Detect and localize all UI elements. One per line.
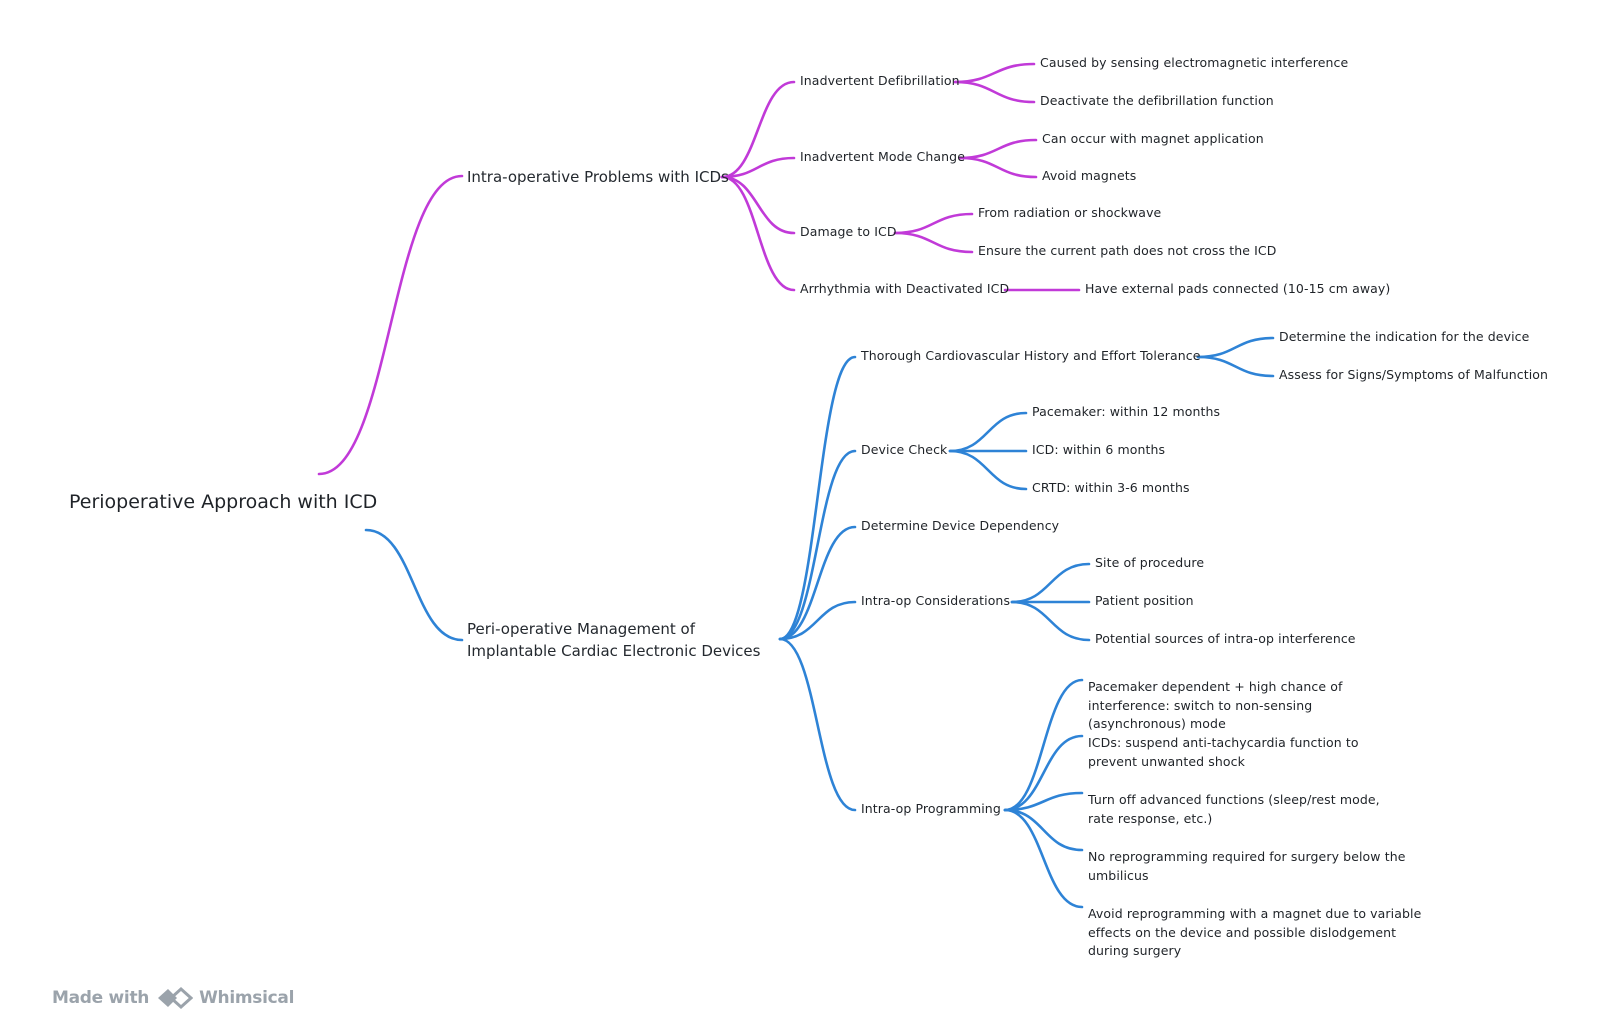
connector-line [317, 174, 464, 476]
connector-line [778, 600, 857, 641]
connector-line [958, 138, 1038, 160]
subtopic-node[interactable]: Arrhythmia with Deactivated ICD [800, 281, 1010, 296]
leaf-node[interactable]: Potential sources of intra-op interferen… [1095, 631, 1356, 646]
leaf-node[interactable]: Ensure the current path does not cross t… [978, 243, 1277, 258]
connector-line [1196, 355, 1275, 378]
leaf-node[interactable]: Determine the indication for the device [1279, 329, 1530, 344]
leaf-node[interactable]: Pacemaker: within 12 months [1032, 404, 1221, 419]
connector-line [778, 637, 857, 812]
subtopic-node[interactable]: Determine Device Dependency [861, 518, 1060, 533]
connector-line [1196, 336, 1275, 359]
leaf-node[interactable]: Avoid magnets [1042, 168, 1137, 183]
leaf-node[interactable]: Pacemaker dependent + high chance of int… [1088, 679, 1343, 731]
branch-intraop-problems[interactable]: Intra-operative Problems with ICDs [467, 166, 729, 188]
subtopic-node[interactable]: Intra-op Considerations [861, 593, 1011, 608]
subtopic-node[interactable]: Thorough Cardiovascular History and Effo… [861, 348, 1201, 363]
leaf-node[interactable]: Have external pads connected (10-15 cm a… [1085, 281, 1391, 296]
connector-line [778, 449, 857, 641]
branch-label: Intra-operative Problems with ICDs [467, 168, 729, 186]
root-label: Perioperative Approach with ICD [69, 491, 378, 513]
connector-line [1003, 791, 1084, 812]
whimsical-brand-text: Whimsical [199, 988, 295, 1008]
leaf-node[interactable]: Can occur with magnet application [1042, 131, 1264, 146]
leaf-node[interactable]: Assess for Signs/Symptoms of Malfunction [1279, 367, 1549, 382]
connector-line [893, 231, 974, 254]
connector-line [778, 355, 857, 641]
connector-line [1010, 562, 1091, 604]
connector-line [720, 175, 796, 292]
branch-periop-management[interactable]: Peri-operative Management of Implantable… [467, 618, 785, 662]
connector-line [953, 80, 1036, 104]
connector-line [778, 525, 857, 641]
leaf-node[interactable]: Site of procedure [1095, 555, 1205, 570]
root-node[interactable]: Perioperative Approach with ICD [55, 480, 377, 524]
connector-line [893, 212, 974, 235]
subtopic-node[interactable]: Damage to ICD [800, 224, 897, 239]
leaf-node[interactable]: Caused by sensing electromagnetic interf… [1040, 55, 1349, 70]
leaf-node[interactable]: No reprogramming required for surgery be… [1088, 849, 1406, 883]
branch-label: Peri-operative Management of Implantable… [467, 620, 761, 660]
leaf-node[interactable]: Turn off advanced functions (sleep/rest … [1088, 792, 1380, 826]
connector-line [720, 175, 796, 235]
leaf-node[interactable]: Deactivate the defibrillation function [1040, 93, 1274, 108]
whimsical-logo-icon [158, 986, 194, 1010]
connector-line [1010, 600, 1091, 642]
subtopic-node[interactable]: Device Check [861, 442, 948, 457]
connector-line [364, 528, 464, 642]
connector-line [1003, 808, 1084, 852]
subtopic-node[interactable]: Inadvertent Mode Change [800, 149, 966, 164]
made-with-text: Made with [52, 988, 150, 1008]
connector-line [948, 449, 1028, 491]
connector-line [1003, 808, 1084, 909]
leaf-node[interactable]: ICDs: suspend anti-tachycardia function … [1088, 735, 1359, 769]
leaf-node[interactable]: Avoid reprogramming with a magnet due to… [1088, 906, 1422, 958]
connector-line [720, 80, 796, 179]
connector-line [1003, 734, 1084, 812]
connector-line [953, 62, 1036, 84]
whimsical-footer[interactable]: Made with Whimsical [52, 986, 294, 1010]
leaf-node[interactable]: Patient position [1095, 593, 1194, 608]
connector-line [948, 411, 1028, 453]
subtopic-node[interactable]: Inadvertent Defibrillation [800, 73, 960, 88]
leaf-node[interactable]: CRTD: within 3-6 months [1032, 480, 1190, 495]
connector-line [958, 156, 1038, 179]
connector-line [720, 156, 796, 179]
leaf-node[interactable]: From radiation or shockwave [978, 205, 1162, 220]
leaf-node[interactable]: ICD: within 6 months [1032, 442, 1166, 457]
subtopic-node[interactable]: Intra-op Programming [861, 801, 1001, 816]
connector-line [1003, 678, 1084, 812]
